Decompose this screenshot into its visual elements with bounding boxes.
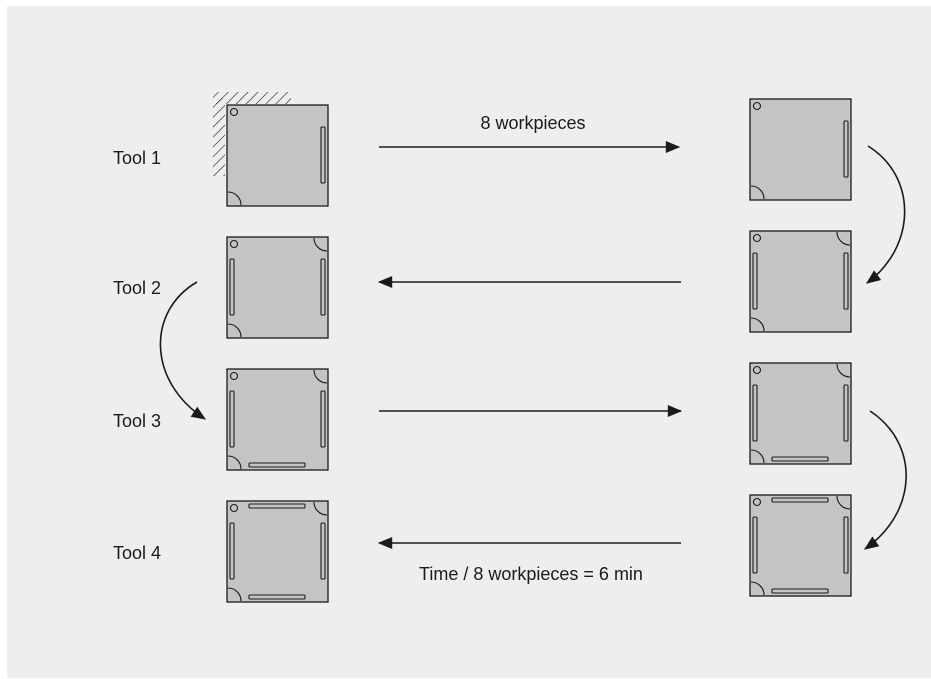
- corner-arc-top-right: [313, 369, 328, 384]
- curved-arrow-left: [159, 281, 207, 420]
- machining-sequence-diagram: Tool 1 Tool 2 Tool 3 Tool 4 8 workpieces…: [113, 92, 907, 603]
- tool-1-label: Tool 1: [113, 148, 161, 168]
- workpiece-body: [749, 98, 852, 201]
- corner-arc-bottom-left: [750, 581, 765, 596]
- corner-arc-bottom-left: [750, 185, 765, 200]
- tool-3-label: Tool 3: [113, 411, 161, 431]
- drill-hole: [229, 371, 239, 381]
- slot-bottom: [771, 456, 829, 462]
- slot-left: [752, 252, 758, 310]
- drill-hole: [752, 497, 762, 507]
- slot-bottom: [248, 462, 306, 468]
- drill-hole: [752, 365, 762, 375]
- workpiece-right-4: [749, 494, 852, 597]
- slot-right: [320, 126, 326, 184]
- workpiece-body: [749, 494, 852, 597]
- curved-arrow-right-lower: [864, 410, 907, 550]
- corner-arc-bottom-left: [227, 191, 242, 206]
- drill-hole: [229, 107, 239, 117]
- drill-hole: [229, 239, 239, 249]
- workpiece-right-2: [749, 230, 852, 333]
- workpiece-body: [749, 230, 852, 333]
- slot-right: [320, 258, 326, 316]
- slot-top: [771, 497, 829, 503]
- bottom-arrow-label: Time / 8 workpieces = 6 min: [419, 564, 643, 584]
- workpiece-left-3: [226, 368, 329, 471]
- corner-arc-bottom-left: [227, 455, 242, 470]
- slot-right: [843, 252, 849, 310]
- slot-left: [229, 522, 235, 580]
- corner-arc-top-right: [313, 501, 328, 516]
- slot-left: [229, 390, 235, 448]
- workpiece-left-4: [226, 500, 329, 603]
- curved-arrow-right-upper: [866, 145, 906, 284]
- clamp-hatching: [213, 92, 291, 176]
- tool-2-label: Tool 2: [113, 278, 161, 298]
- slot-right: [843, 516, 849, 574]
- workpiece-body: [226, 368, 329, 471]
- workpiece-right-1: [749, 98, 852, 201]
- corner-arc-bottom-left: [750, 449, 765, 464]
- corner-arc-bottom-left: [750, 317, 765, 332]
- slot-right: [843, 384, 849, 442]
- workpiece-left-1: [226, 104, 329, 207]
- workpiece-body: [749, 362, 852, 465]
- workpiece-body: [226, 236, 329, 339]
- slot-right: [843, 120, 849, 178]
- tool-4-label: Tool 4: [113, 543, 161, 563]
- drill-hole: [752, 233, 762, 243]
- corner-arc-bottom-left: [227, 323, 242, 338]
- corner-arc-top-right: [836, 231, 851, 246]
- slot-right: [320, 522, 326, 580]
- drill-hole: [229, 503, 239, 513]
- slot-left: [752, 384, 758, 442]
- drill-hole: [752, 101, 762, 111]
- workpiece-body: [226, 104, 329, 207]
- corner-arc-top-right: [836, 495, 851, 510]
- slot-left: [229, 258, 235, 316]
- corner-arc-bottom-left: [227, 587, 242, 602]
- corner-arc-top-right: [836, 363, 851, 378]
- workpiece-right-3: [749, 362, 852, 465]
- corner-arc-top-right: [313, 237, 328, 252]
- slot-top: [248, 503, 306, 509]
- slot-right: [320, 390, 326, 448]
- diagram-canvas: Tool 1 Tool 2 Tool 3 Tool 4 8 workpieces…: [7, 6, 931, 678]
- top-arrow-label: 8 workpieces: [480, 113, 585, 133]
- workpiece-left-2: [226, 236, 329, 339]
- slot-bottom: [771, 588, 829, 594]
- slot-left: [752, 516, 758, 574]
- slot-bottom: [248, 594, 306, 600]
- workpiece-body: [226, 500, 329, 603]
